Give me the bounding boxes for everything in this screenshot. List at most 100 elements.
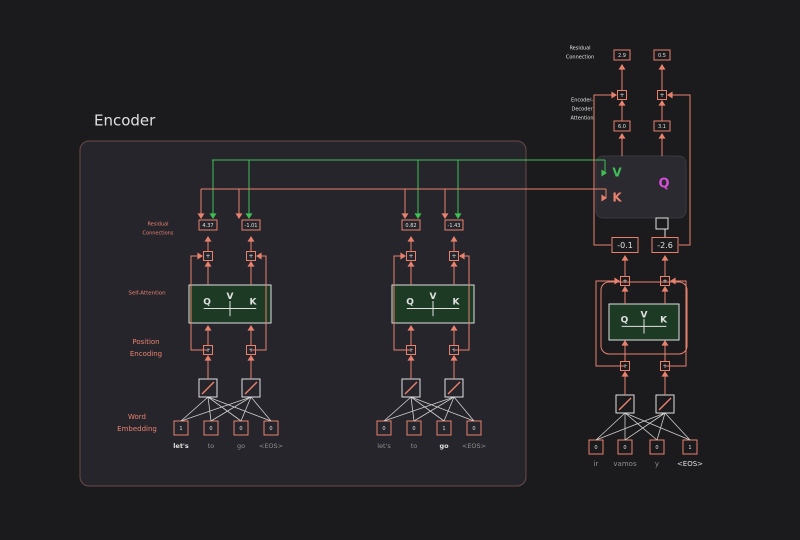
plus-symbol: + — [622, 278, 627, 285]
arrow-head — [197, 252, 203, 260]
q-letter: Q — [621, 316, 629, 326]
embedding-connection — [410, 396, 415, 422]
embedding-connection — [595, 412, 626, 441]
k-letter: K — [452, 298, 460, 308]
arrow-head — [621, 286, 629, 292]
decoder-token-label: <EOS> — [677, 460, 703, 468]
decoder-residual-box-text: -2.6 — [657, 241, 673, 250]
arrow-head — [621, 371, 629, 377]
arrow-head — [601, 194, 607, 202]
output-box — [444, 219, 464, 231]
arrow-head — [670, 277, 676, 285]
residual-path — [665, 280, 687, 367]
token-label: go — [237, 442, 245, 450]
arrow-head — [459, 252, 465, 260]
plus-symbol: + — [451, 253, 456, 260]
decoder-input-box-text: 1 — [688, 445, 691, 451]
residual-connection-label: Connection — [566, 55, 594, 61]
arrow-head — [247, 236, 255, 242]
arrow-head — [197, 213, 205, 219]
q-input-box — [655, 217, 669, 230]
attention-output-box-text: 3.1 — [658, 124, 666, 130]
arrow-head — [407, 236, 415, 242]
arrow-head — [256, 252, 262, 260]
arrow-head — [204, 236, 212, 242]
arrow-head — [204, 325, 212, 331]
embedding-connection — [383, 396, 412, 422]
input-box-text: 0 — [412, 426, 415, 432]
arrow-head — [407, 355, 415, 361]
embedding-connection — [180, 396, 252, 422]
output-box — [198, 219, 218, 231]
final-output-box-text: 2.9 — [618, 53, 626, 59]
input-box-text: 0 — [382, 426, 385, 432]
plus-symbol: + — [408, 253, 413, 260]
plus-symbol: + — [248, 253, 253, 260]
arrow-head — [611, 91, 617, 99]
output-box — [241, 219, 261, 231]
enc-dec-attention-label: Attention — [570, 116, 593, 122]
arrow-head — [204, 261, 212, 267]
arrow-head — [618, 133, 626, 139]
input-box-text: 0 — [239, 426, 242, 432]
arrow-head — [658, 64, 666, 70]
embedding-connection — [624, 412, 658, 441]
embedding-connection — [410, 396, 445, 422]
decoder-token-label: ir — [594, 460, 599, 468]
output-box — [401, 219, 421, 231]
decoder-input-box-text: 0 — [655, 445, 658, 451]
token-label: <EOS> — [259, 442, 283, 450]
embedding-connection — [210, 396, 252, 422]
decoder-top-plus-box — [657, 90, 667, 100]
embedding-connection — [207, 396, 212, 422]
arrow-head — [441, 213, 449, 219]
residual-path — [595, 280, 625, 367]
word-embedding-label: Word — [128, 413, 146, 421]
input-box-text: 1 — [442, 426, 445, 432]
arrow-head — [400, 252, 406, 260]
residual-path — [593, 94, 616, 246]
final-output-box-text: 0.5 — [658, 53, 666, 59]
embedding-connection — [624, 412, 666, 441]
arrow-head — [407, 261, 415, 267]
residual-label: Residual — [147, 222, 168, 228]
residual-label: Connections — [143, 231, 174, 237]
plus-symbol: + — [659, 92, 664, 99]
attention-output-box-text: 6.0 — [618, 124, 626, 130]
embedding-connection — [250, 396, 272, 422]
arrow-head — [661, 340, 669, 346]
arrow-head — [450, 236, 458, 242]
arrow-head — [661, 286, 669, 292]
arrow-head — [667, 91, 673, 99]
token-label: <EOS> — [462, 442, 486, 450]
decoder-top-plus-box — [617, 90, 627, 100]
arrow-head — [450, 355, 458, 361]
token-label: go — [439, 442, 449, 450]
arrow-head — [601, 169, 607, 177]
enc-dec-attention-label: Encoder- — [571, 98, 593, 104]
embedding-connection — [656, 412, 666, 441]
embedding-connection — [664, 412, 691, 441]
decoder-residual-plus-box — [660, 276, 670, 286]
output-box-text: -1.43 — [448, 223, 461, 229]
token-label: let's — [173, 442, 189, 450]
arrow-head — [614, 277, 620, 285]
arrow-head — [661, 255, 669, 261]
q-letter: Q — [406, 298, 414, 308]
position-encoding-label: Encoding — [130, 350, 162, 358]
arrow-head — [245, 213, 253, 219]
input-box-text: 1 — [179, 426, 182, 432]
final-output-box — [653, 49, 671, 61]
q-letter: Q — [203, 298, 211, 308]
self-attention-label: Self-Attention — [128, 291, 166, 297]
residual-plus-box — [406, 251, 416, 261]
arrow-head — [618, 100, 626, 106]
decoder-token-label: y — [655, 460, 659, 468]
arrow-head — [414, 213, 422, 219]
arrow-head — [621, 255, 629, 261]
decoder-residual-plus-box — [620, 276, 630, 286]
enc-dec-attention-label: Decoder — [571, 107, 593, 113]
residual-plus-box — [203, 251, 213, 261]
k-letter: K — [660, 316, 668, 326]
residual-plus-box — [246, 251, 256, 261]
